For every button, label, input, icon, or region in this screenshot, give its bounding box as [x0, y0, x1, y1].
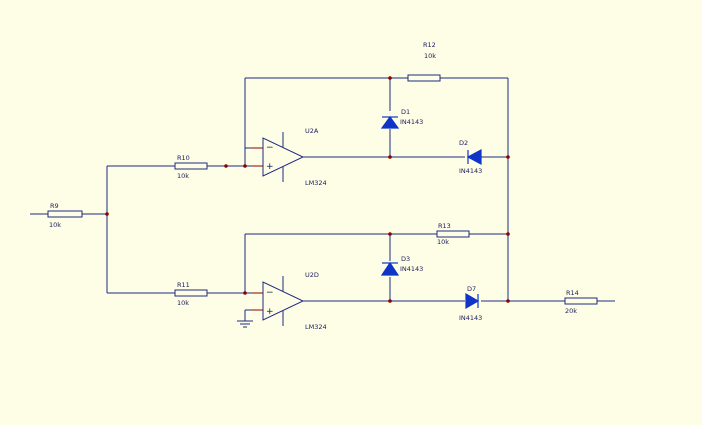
- resistor-r14-ref: R14: [566, 289, 579, 297]
- diode-d3-ref: D3: [401, 255, 410, 263]
- diode-d3-value: IN4143: [400, 265, 423, 273]
- opamp-u2a-plus: +: [266, 162, 274, 172]
- resistor-r11-value: 10k: [177, 299, 189, 307]
- diode-d1-value: IN4143: [400, 118, 423, 126]
- resistor-r10-value: 10k: [177, 172, 189, 180]
- resistor-r12: R12 10k: [407, 41, 441, 82]
- opamp-u2d-value: LM324: [305, 323, 327, 331]
- opamp-u2d-plus: +: [266, 307, 274, 317]
- diode-d7-value: IN4143: [459, 314, 482, 322]
- resistor-r9: R9 10k: [47, 202, 83, 229]
- resistor-r14: R14 20k: [564, 289, 598, 315]
- diode-d3: D3 IN4143: [380, 255, 423, 276]
- ground-icon: [237, 320, 253, 328]
- diode-d2: D2 IN4143: [459, 139, 482, 175]
- opamp-u2d-minus: −: [266, 288, 274, 298]
- junctions: [105, 76, 510, 303]
- opamp-u2a-ref: U2A: [305, 127, 319, 135]
- opamp-u2d: − + U2D LM324: [262, 271, 327, 331]
- resistor-r10-ref: R10: [177, 154, 190, 162]
- resistor-r13: R13 10k: [436, 222, 470, 246]
- resistor-r10: R10 10k: [174, 154, 208, 180]
- diode-d7-ref: D7: [467, 285, 476, 293]
- opamp-u2a-value: LM324: [305, 179, 327, 187]
- opamp-u2a: − + U2A LM324: [262, 127, 327, 187]
- resistor-r11-ref: R11: [177, 281, 190, 289]
- diode-d2-value: IN4143: [459, 167, 482, 175]
- pin-stubs: [245, 147, 263, 311]
- resistor-r13-ref: R13: [438, 222, 451, 230]
- diode-d1: D1 IN4143: [380, 108, 423, 129]
- resistor-r12-ref: R12: [423, 41, 436, 49]
- resistor-r14-value: 20k: [565, 307, 577, 315]
- opamp-u2a-minus: −: [266, 143, 274, 153]
- resistor-r12-value: 10k: [424, 52, 436, 60]
- diode-d1-ref: D1: [401, 108, 410, 116]
- resistor-r9-value: 10k: [49, 221, 61, 229]
- diode-d2-ref: D2: [459, 139, 468, 147]
- wires: [30, 77, 615, 321]
- resistor-r13-value: 10k: [437, 238, 449, 246]
- resistor-r11: R11 10k: [174, 281, 208, 307]
- diode-d7: D7 IN4143: [459, 285, 482, 322]
- resistor-r9-ref: R9: [50, 202, 59, 210]
- opamp-u2d-ref: U2D: [305, 271, 319, 279]
